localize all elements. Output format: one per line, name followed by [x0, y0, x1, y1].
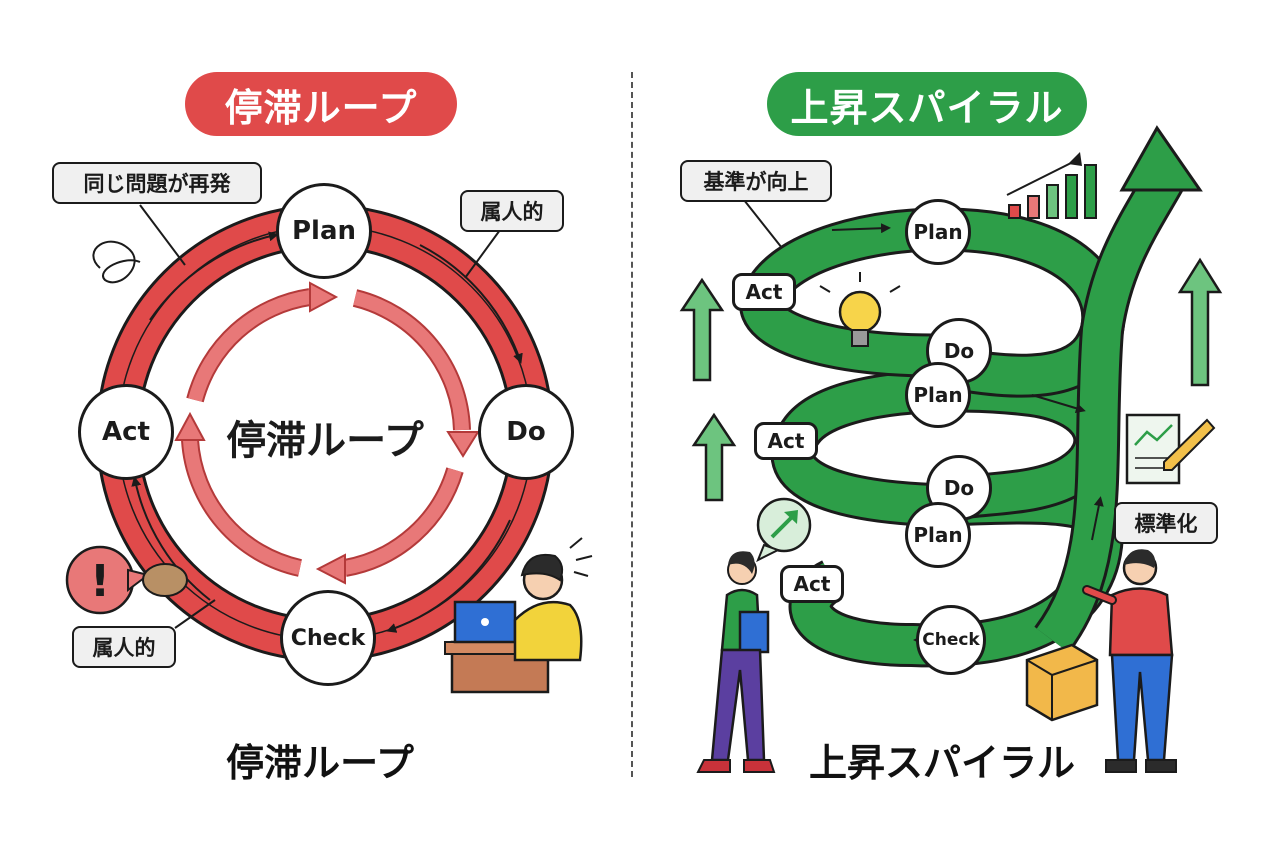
panel-divider	[631, 72, 633, 777]
node-do: Do	[478, 384, 574, 480]
node-act-top: Act	[732, 273, 796, 311]
stagnation-loop-panel: 停滞ループ	[52, 72, 593, 785]
tag-recurring-problem: 同じ問題が再発	[52, 162, 262, 204]
node-plan-top: Plan	[905, 199, 971, 265]
node-act-mid: Act	[754, 422, 818, 460]
upward-spiral-graphic	[679, 125, 1223, 773]
spiral-bottom-label: 上昇スパイラル	[808, 741, 1075, 785]
node-act-low: Act	[780, 565, 844, 603]
svg-text:!: !	[90, 556, 110, 607]
tag-standardization: 標準化	[1114, 502, 1218, 544]
stagnation-bottom-label: 停滞ループ	[226, 741, 414, 785]
stagnation-title-pill: 停滞ループ	[185, 72, 457, 136]
node-check: Check	[280, 590, 376, 686]
upward-spiral-panel: 上昇スパイラル	[632, 0, 1264, 848]
node-plan-low: Plan	[905, 502, 971, 568]
loop-center-label: 停滞ループ	[226, 418, 424, 464]
tag-person-dependent-bottom: 属人的	[72, 626, 176, 668]
tag-standard-raised: 基準が向上	[680, 160, 832, 202]
spiral-title-pill: 上昇スパイラル	[767, 72, 1087, 136]
tag-person-dependent-top: 属人的	[460, 190, 564, 232]
node-plan: Plan	[276, 183, 372, 279]
node-act: Act	[78, 384, 174, 480]
node-plan-mid: Plan	[905, 362, 971, 428]
node-check-low: Check	[916, 605, 986, 675]
